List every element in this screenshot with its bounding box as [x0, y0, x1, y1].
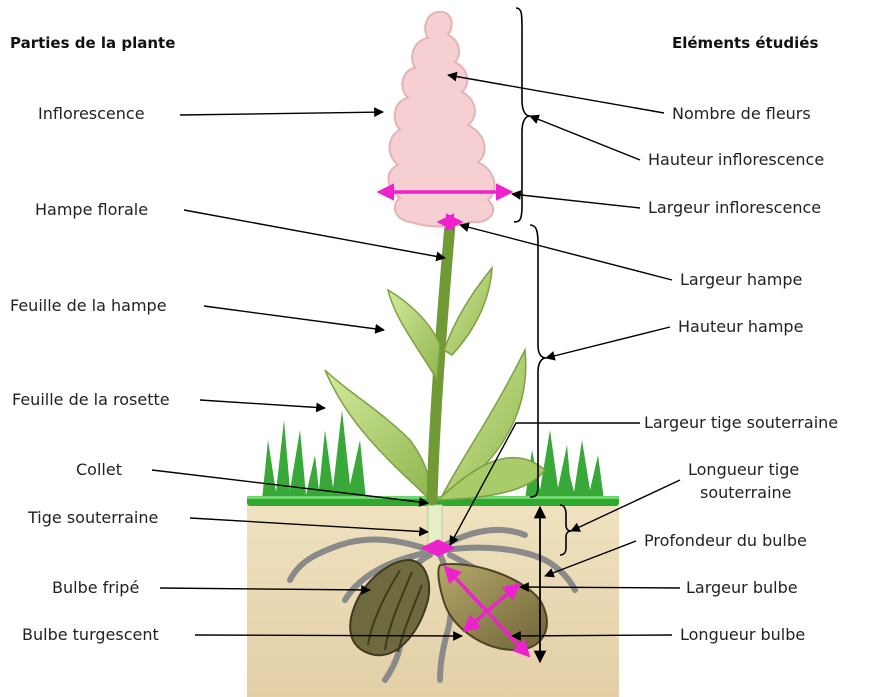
- label-bulb-depth: Profondeur du bulbe: [644, 531, 807, 551]
- pointer-stem-leaf: [204, 306, 384, 330]
- pointer-inflorescence-height: [530, 116, 640, 160]
- label-inflorescence-height: Hauteur inflorescence: [648, 150, 824, 170]
- header-studied-elements: Eléments étudiés: [672, 34, 818, 52]
- label-stem-height: Hauteur hampe: [678, 317, 803, 337]
- label-underground-stem: Tige souterraine: [28, 508, 158, 528]
- pointer-flower-count: [448, 75, 664, 113]
- label-bulb-length: Longueur bulbe: [680, 625, 805, 645]
- pointer-bulb-width: [520, 587, 680, 588]
- label-underground-stem-length-line1: Longueur tige: [688, 460, 799, 480]
- label-underground-stem-length-line2: souterraine: [700, 483, 792, 503]
- label-turgescent-bulb: Bulbe turgescent: [22, 625, 159, 645]
- pointer-stem-height: [546, 327, 670, 358]
- label-underground-stem-width: Largeur tige souterraine: [644, 413, 838, 433]
- inflorescence: [388, 12, 494, 227]
- label-inflorescence: Inflorescence: [38, 104, 145, 124]
- label-flower-count: Nombre de fleurs: [672, 104, 811, 124]
- underground-stem: [428, 505, 442, 550]
- label-stem-leaf: Feuille de la hampe: [10, 296, 167, 316]
- header-plant-parts: Parties de la plante: [10, 34, 175, 52]
- label-bulb-width: Largeur bulbe: [686, 578, 798, 598]
- pointer-inflorescence: [180, 112, 383, 115]
- label-stem-width: Largeur hampe: [680, 270, 802, 290]
- label-rosette-leaf: Feuille de la rosette: [12, 390, 170, 410]
- label-shrivelled-bulb: Bulbe fripé: [52, 578, 139, 598]
- label-collar: Collet: [76, 460, 122, 480]
- label-floral-stem: Hampe florale: [35, 200, 148, 220]
- pointer-bulb-length: [512, 635, 672, 636]
- pointer-inflorescence-width: [512, 194, 640, 208]
- inflorescence-brace: [514, 8, 530, 222]
- pointer-rosette-leaf: [200, 400, 325, 408]
- label-inflorescence-width: Largeur inflorescence: [648, 198, 821, 218]
- pointer-turgescent-bulb: [195, 635, 462, 636]
